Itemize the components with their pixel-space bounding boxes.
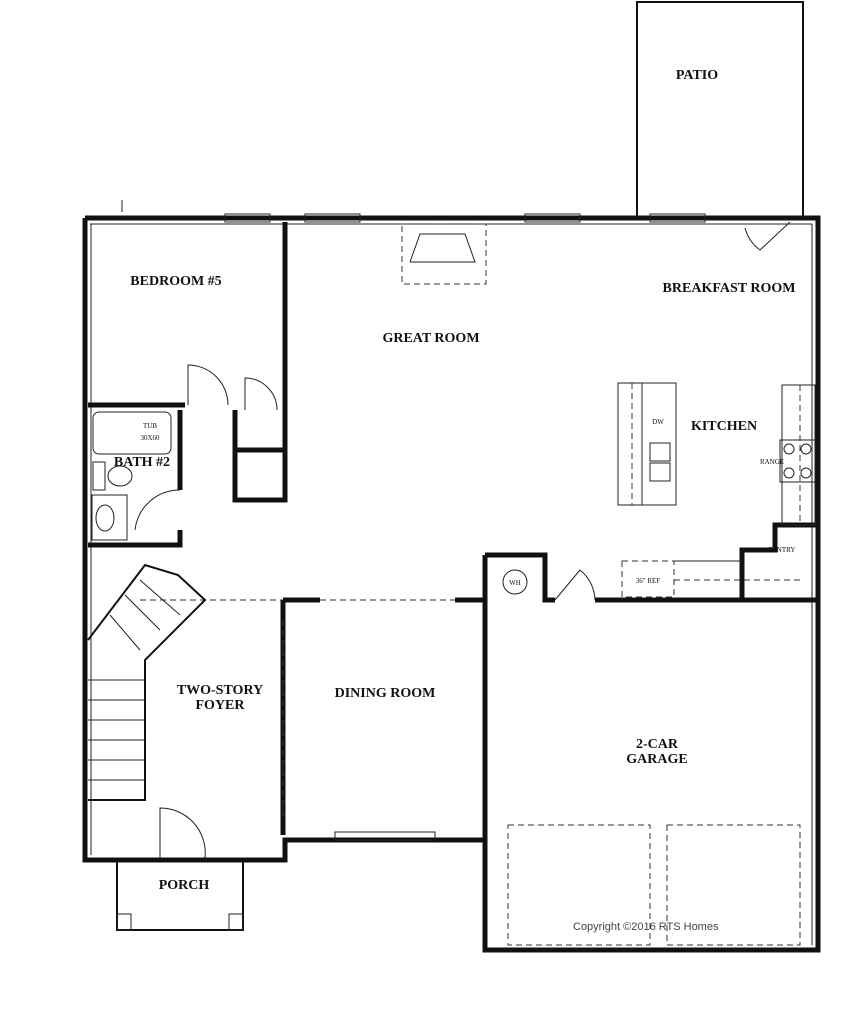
bath-label: BATH #2 (114, 455, 170, 470)
patio (636, 1, 804, 219)
bedroom-label: BEDROOM #5 (130, 274, 221, 289)
bedroom-door[interactable] (187, 364, 229, 406)
tub-label: TUB (143, 422, 157, 430)
patio-door[interactable] (744, 221, 791, 251)
porch (116, 860, 244, 931)
range-label: RANGE (760, 458, 784, 466)
tub-size-label: 30X60 (140, 434, 160, 442)
interior-walls (88, 222, 818, 950)
garage-label-2: GARAGE (626, 752, 687, 767)
closet-door[interactable] (244, 377, 278, 411)
bath-door[interactable] (134, 489, 181, 531)
water-heater-label: WH (509, 579, 521, 587)
garage-door-entry[interactable] (554, 569, 596, 601)
breakfast-room-label: BREAKFAST ROOM (663, 281, 796, 296)
copyright-text: Copyright ©2016 RTS Homes (573, 921, 719, 933)
garage-doors[interactable] (507, 824, 801, 946)
pantry-label: PANTRY (769, 546, 796, 554)
porch-label: PORCH (159, 878, 210, 893)
bath-fixtures: TUB 30X60 (91, 411, 172, 541)
staircase[interactable] (87, 563, 207, 801)
exterior-walls (82, 200, 821, 953)
foyer-label-2: FOYER (196, 698, 246, 713)
kitchen-fixtures: DW RANGE PANTRY 36" REF WH (502, 382, 816, 598)
front-door[interactable] (159, 807, 206, 859)
great-room-label: GREAT ROOM (382, 331, 479, 346)
foyer-label: TWO-STORY (177, 683, 263, 698)
garage-label: 2-CAR (636, 737, 679, 752)
refrigerator-label: 36" REF (636, 577, 661, 585)
dining-room-label: DINING ROOM (335, 686, 436, 701)
patio-label: PATIO (676, 68, 718, 83)
dishwasher-label: DW (652, 418, 664, 426)
kitchen-label: KITCHEN (691, 419, 757, 434)
fireplace (401, 223, 487, 285)
